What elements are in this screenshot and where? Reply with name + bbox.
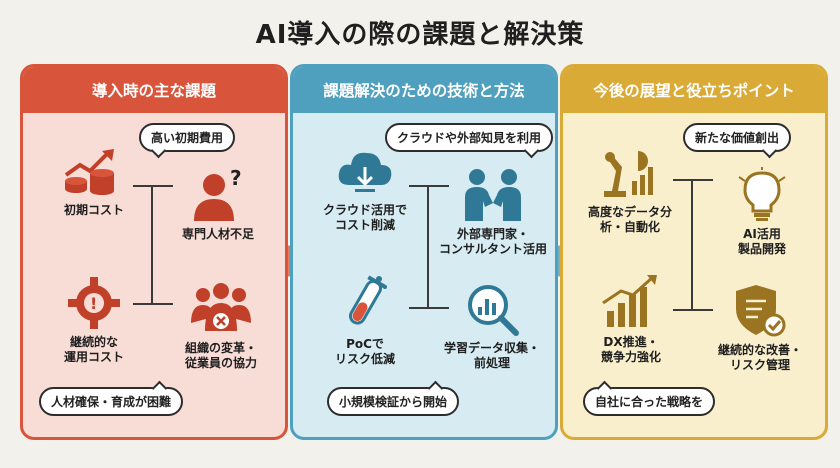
magnifier-chart-icon (468, 285, 519, 336)
connector-line (427, 185, 429, 309)
item-org-change: 組織の変革・従業員の協力 (159, 281, 283, 371)
person-question-icon: ? (194, 167, 242, 221)
item-label: 専門人材不足 (181, 227, 254, 241)
speech-bubble-top: 高い初期費用 (139, 123, 236, 152)
item-label: 組織の変革・従業員の協力 (184, 341, 257, 370)
item-label: AI活用製品開発 (737, 227, 786, 256)
speech-bubble-top: 新たな価値創出 (683, 123, 792, 152)
connector-line (151, 185, 153, 305)
item-label: 外部専門家・コンサルタント活用 (438, 227, 547, 256)
item-risk-mgmt: 継続的な改善・リスク管理 (693, 281, 825, 373)
page-title: AI導入の際の課題と解決策 (255, 20, 585, 50)
speech-bubble-top: クラウドや外部知見を利用 (385, 123, 554, 152)
panel-header: 課題解決のための技術と方法 (293, 67, 555, 113)
svg-text:!: ! (90, 294, 97, 313)
gear-warning-icon: ! (68, 277, 120, 329)
item-cloud: クラウド活用でコスト削減 (303, 145, 427, 233)
panel-challenges: 導入時の主な課題 高い初期費用 初期コスト ? 専門人材不足 ! 継続的な運用コ… (20, 64, 288, 440)
item-consultant: 外部専門家・コンサルタント活用 (425, 167, 555, 257)
speech-bubble-bottom: 自社に合った戦略を (583, 387, 716, 416)
item-data-analysis: 高度なデータ分析・自動化 (571, 145, 689, 235)
svg-text:?: ? (230, 167, 242, 190)
connector-line (409, 307, 449, 309)
panel-solutions: 課題解決のための技術と方法 クラウドや外部知見を利用 クラウド活用でコスト削減 … (290, 64, 558, 440)
panel-outlook: 今後の展望と役立ちポイント 新たな価値創出 高度なデータ分析・自動化 AI活用製… (560, 64, 828, 440)
handshake-icon (465, 169, 521, 221)
panel-header: 導入時の主な課題 (23, 67, 285, 113)
connector-line (691, 179, 693, 311)
item-label: 継続的な改善・リスク管理 (717, 343, 802, 372)
item-label: PoCでリスク低減 (334, 337, 395, 366)
connector-line (409, 185, 449, 187)
shield-check-icon (736, 285, 786, 337)
connector-line (133, 185, 173, 187)
item-label: 高度なデータ分析・自動化 (587, 205, 672, 234)
item-dx: DX推進・競争力強化 (573, 273, 689, 365)
coins-chart-icon (64, 149, 114, 195)
item-specialist-shortage: ? 専門人材不足 (153, 167, 283, 242)
connector-line (673, 179, 713, 181)
item-label: DX推進・競争力強化 (600, 335, 661, 364)
item-initial-cost: 初期コスト (39, 145, 149, 218)
group-cross-icon (191, 283, 251, 331)
item-label: 学習データ収集・前処理 (443, 341, 540, 370)
item-running-cost: ! 継続的な運用コスト (39, 273, 149, 365)
item-label: 初期コスト (63, 203, 124, 217)
item-product-dev: AI活用製品開発 (697, 167, 825, 257)
lightbulb-icon (738, 167, 786, 221)
item-data-prep: 学習データ収集・前処理 (427, 281, 555, 371)
connector-line (133, 303, 173, 305)
item-label: 継続的な運用コスト (63, 335, 124, 364)
connector-line (673, 309, 713, 311)
speech-bubble-bottom: 小規模検証から開始 (327, 387, 460, 416)
item-poc: PoCでリスク低減 (303, 271, 427, 367)
item-label: クラウド活用でコスト削減 (322, 203, 407, 232)
panel-header: 今後の展望と役立ちポイント (563, 67, 825, 113)
speech-bubble-bottom: 人材確保・育成が困難 (39, 387, 184, 416)
test-tube-icon (349, 275, 387, 325)
rising-bars-icon (602, 275, 657, 327)
robot-arm-chart-icon (604, 151, 653, 197)
cloud-download-icon (338, 152, 392, 192)
